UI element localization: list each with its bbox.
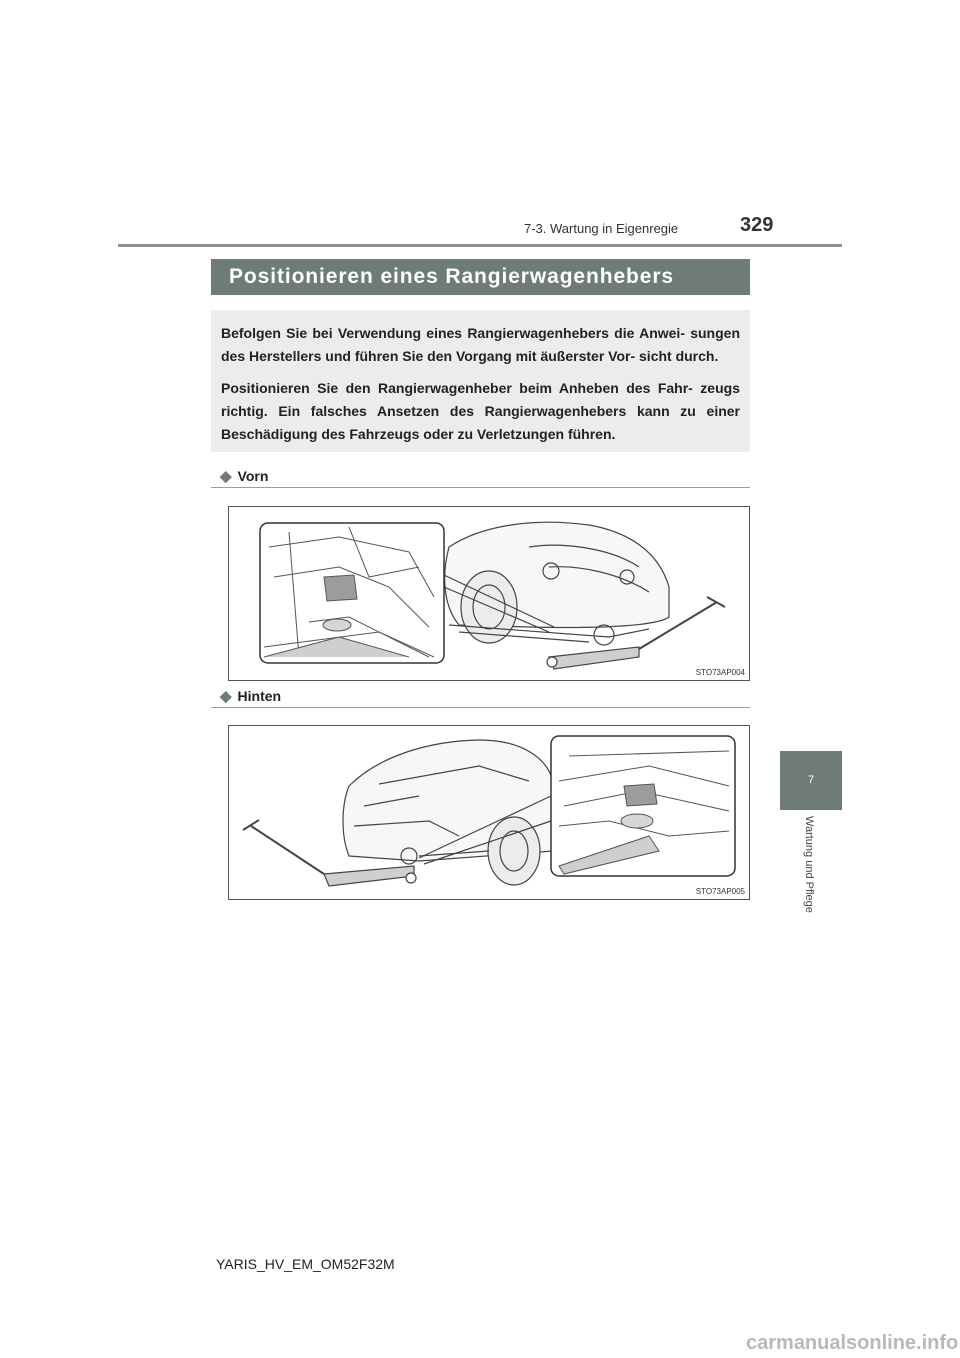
intro-paragraph-1: Befolgen Sie bei Verwendung eines Rangie… [221,325,740,364]
subhead-rear: ◆ Hinten [220,687,281,705]
chapter-label: Wartung und Pflege [803,816,815,913]
chapter-number: 7 [807,774,815,786]
subhead-front-label: Vorn [237,468,269,484]
rear-jack-illustration: STO73AP005 [228,725,750,900]
page-number: 329 [740,214,774,236]
header-rule [118,244,842,247]
manual-code: YARIS_HV_EM_OM52F32M [216,1256,395,1272]
front-jack-drawing [259,521,726,670]
subhead-front-rule [211,487,750,488]
header-section-title: 7-3. Wartung in Eigenregie [524,221,679,236]
intro-box: Befolgen Sie bei Verwendung eines Rangie… [211,310,750,452]
diamond-icon: ◆ [220,688,232,705]
rear-jack-drawing [242,735,736,887]
front-figure-code: STO73AP004 [695,668,745,677]
front-jack-illustration: STO73AP004 [228,506,750,681]
page-title: Positionieren eines Rangierwagenhebers [211,259,750,295]
rear-figure-code: STO73AP005 [695,887,745,896]
subhead-rear-label: Hinten [237,688,282,704]
subhead-rear-rule [211,707,750,708]
watermark: carmanualsonline.info [746,1332,959,1354]
subhead-front: ◆ Vorn [220,467,268,485]
chapter-tab [780,751,842,810]
diamond-icon: ◆ [220,468,232,485]
intro-paragraph-2: Positionieren Sie den Rangierwagenheber … [221,380,740,442]
